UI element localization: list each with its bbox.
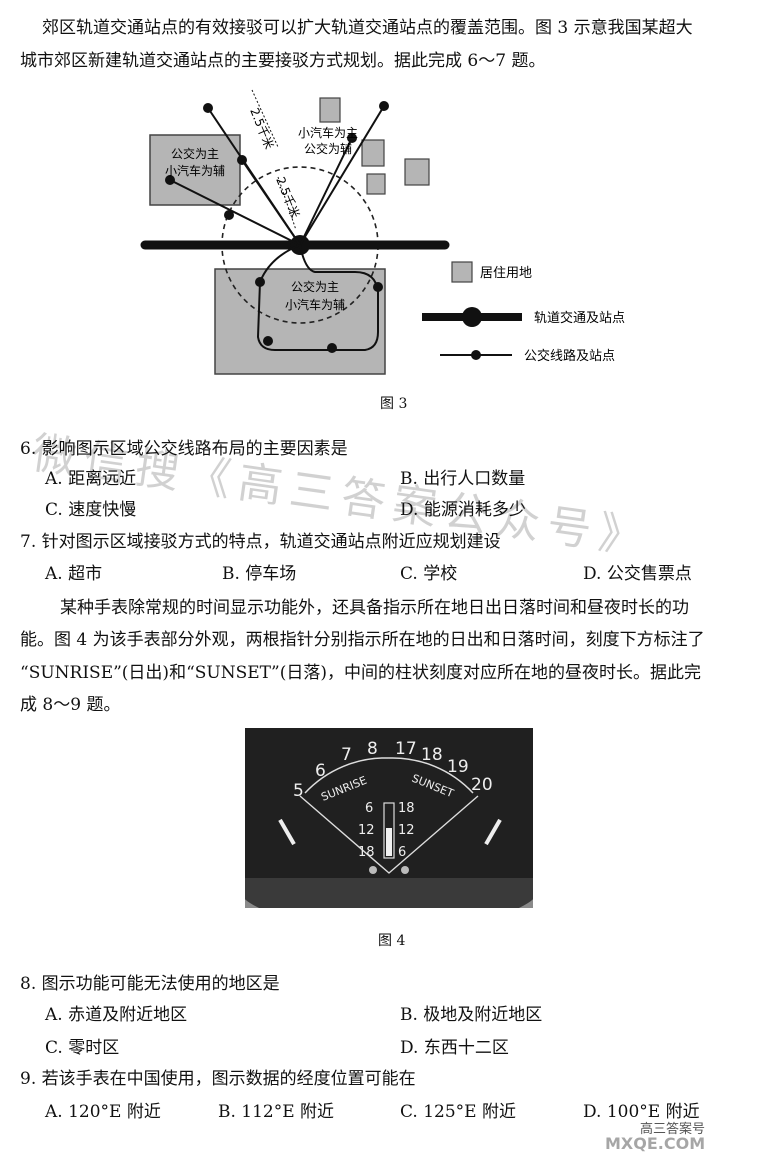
col-left-12: 12 bbox=[358, 823, 375, 838]
col-left-18: 18 bbox=[358, 845, 375, 860]
right-tick-17: 17 bbox=[395, 739, 417, 759]
distance-outer-label: 2.5千米 bbox=[247, 106, 276, 151]
q8-option-d: D. 东西十二区 bbox=[400, 1038, 509, 1058]
q7-stem: 7. 针对图示区域接驳方式的特点，轨道交通站点附近应规划建设 bbox=[20, 532, 501, 552]
area-bottom-label-1: 公交为主 bbox=[291, 279, 339, 294]
col-right-12: 12 bbox=[398, 823, 415, 838]
legend-residential-label: 居住用地 bbox=[480, 266, 532, 281]
area-right-label-2: 公交为辅 bbox=[304, 141, 352, 156]
q9-option-a: A. 120°E 附近 bbox=[45, 1102, 161, 1122]
col-right-18: 18 bbox=[398, 801, 415, 816]
residential-block-3 bbox=[404, 158, 430, 186]
q9-option-d: D. 100°E 附近 bbox=[583, 1102, 700, 1122]
intro-line-2: 城市郊区新建轨道交通站点的主要接驳方式规划。据此完成 6～7 题。 bbox=[20, 51, 546, 71]
watermark-brand: 高三答案号 bbox=[640, 1122, 706, 1137]
residential-block-1 bbox=[319, 97, 341, 123]
q8-option-a: A. 赤道及附近地区 bbox=[45, 1005, 188, 1025]
figure-4-watch: 5 6 7 8 17 18 19 20 SUNRISE SUNSET 6 12 … bbox=[245, 728, 533, 908]
residential-area-bottom bbox=[214, 268, 386, 375]
area-left-label-2: 小汽车为辅 bbox=[165, 163, 225, 178]
residential-block-2 bbox=[361, 139, 385, 167]
figure-4-caption: 图 4 bbox=[378, 933, 406, 949]
q8-stem: 8. 图示功能可能无法使用的地区是 bbox=[20, 974, 280, 994]
col-left-6: 6 bbox=[365, 801, 373, 816]
legend-bus-station bbox=[471, 350, 481, 360]
q9-option-c: C. 125°E 附近 bbox=[400, 1102, 516, 1122]
intro-line-1: 郊区轨道交通站点的有效接驳可以扩大轨道交通站点的覆盖范围。图 3 示意我国某超大 bbox=[42, 18, 693, 38]
residential-block-4 bbox=[366, 173, 386, 195]
q6-stem: 6. 影响图示区域公交线路布局的主要因素是 bbox=[20, 439, 348, 459]
q7-option-c: C. 学校 bbox=[400, 564, 458, 584]
legend-rail-label: 轨道交通及站点 bbox=[534, 310, 625, 326]
intro2-line-1: 某种手表除常规的时间显示功能外，还具备指示所在地日出日落时间和昼夜时长的功 bbox=[60, 598, 689, 618]
figure-3-diagram: 2.5千米 2.5千米 公交为主 小汽车为辅 小汽车为主 公交为辅 公交为主 小… bbox=[140, 89, 625, 375]
q6-option-a: A. 距离远近 bbox=[45, 469, 137, 489]
right-tick-20: 20 bbox=[471, 775, 493, 795]
legend-residential-swatch bbox=[451, 261, 473, 283]
q9-option-b: B. 112°E 附近 bbox=[218, 1102, 335, 1122]
left-tick-6: 6 bbox=[315, 761, 326, 781]
area-bottom-label-2: 小汽车为辅 bbox=[285, 297, 345, 312]
q6-option-b: B. 出行人口数量 bbox=[400, 469, 526, 489]
left-tick-5: 5 bbox=[293, 781, 304, 801]
q7-option-a: A. 超市 bbox=[45, 564, 103, 584]
q6-option-c: C. 速度快慢 bbox=[45, 500, 137, 520]
left-tick-8: 8 bbox=[367, 739, 378, 759]
right-tick-18: 18 bbox=[421, 745, 443, 765]
right-tick-19: 19 bbox=[447, 757, 469, 777]
left-tick-7: 7 bbox=[341, 745, 352, 765]
q6-option-d: D. 能源消耗多少 bbox=[400, 500, 526, 520]
intro2-line-3: “SUNRISE”(日出)和“SUNSET”(日落)，中间的柱状刻度对应所在地的… bbox=[20, 663, 701, 683]
legend-rail-station bbox=[462, 307, 482, 327]
watermark-site: MXQE.COM bbox=[605, 1134, 706, 1153]
q7-option-b: B. 停车场 bbox=[222, 564, 297, 584]
intro2-line-4: 成 8～9 题。 bbox=[20, 695, 121, 715]
col-right-6: 6 bbox=[398, 845, 406, 860]
q8-option-b: B. 极地及附近地区 bbox=[400, 1005, 543, 1025]
intro2-line-2: 能。图 4 为该手表部分外观，两根指针分别指示所在地的日出和日落时间，刻度下方标… bbox=[20, 630, 705, 650]
q9-stem: 9. 若该手表在中国使用，图示数据的经度位置可能在 bbox=[20, 1069, 416, 1089]
figure-3-caption: 图 3 bbox=[380, 396, 408, 412]
legend-bus-label: 公交线路及站点 bbox=[524, 348, 615, 364]
area-right-label-1: 小汽车为主 bbox=[298, 125, 358, 140]
q7-option-d: D. 公交售票点 bbox=[583, 564, 692, 584]
q8-option-c: C. 零时区 bbox=[45, 1038, 120, 1058]
area-left-label-1: 公交为主 bbox=[171, 146, 219, 161]
